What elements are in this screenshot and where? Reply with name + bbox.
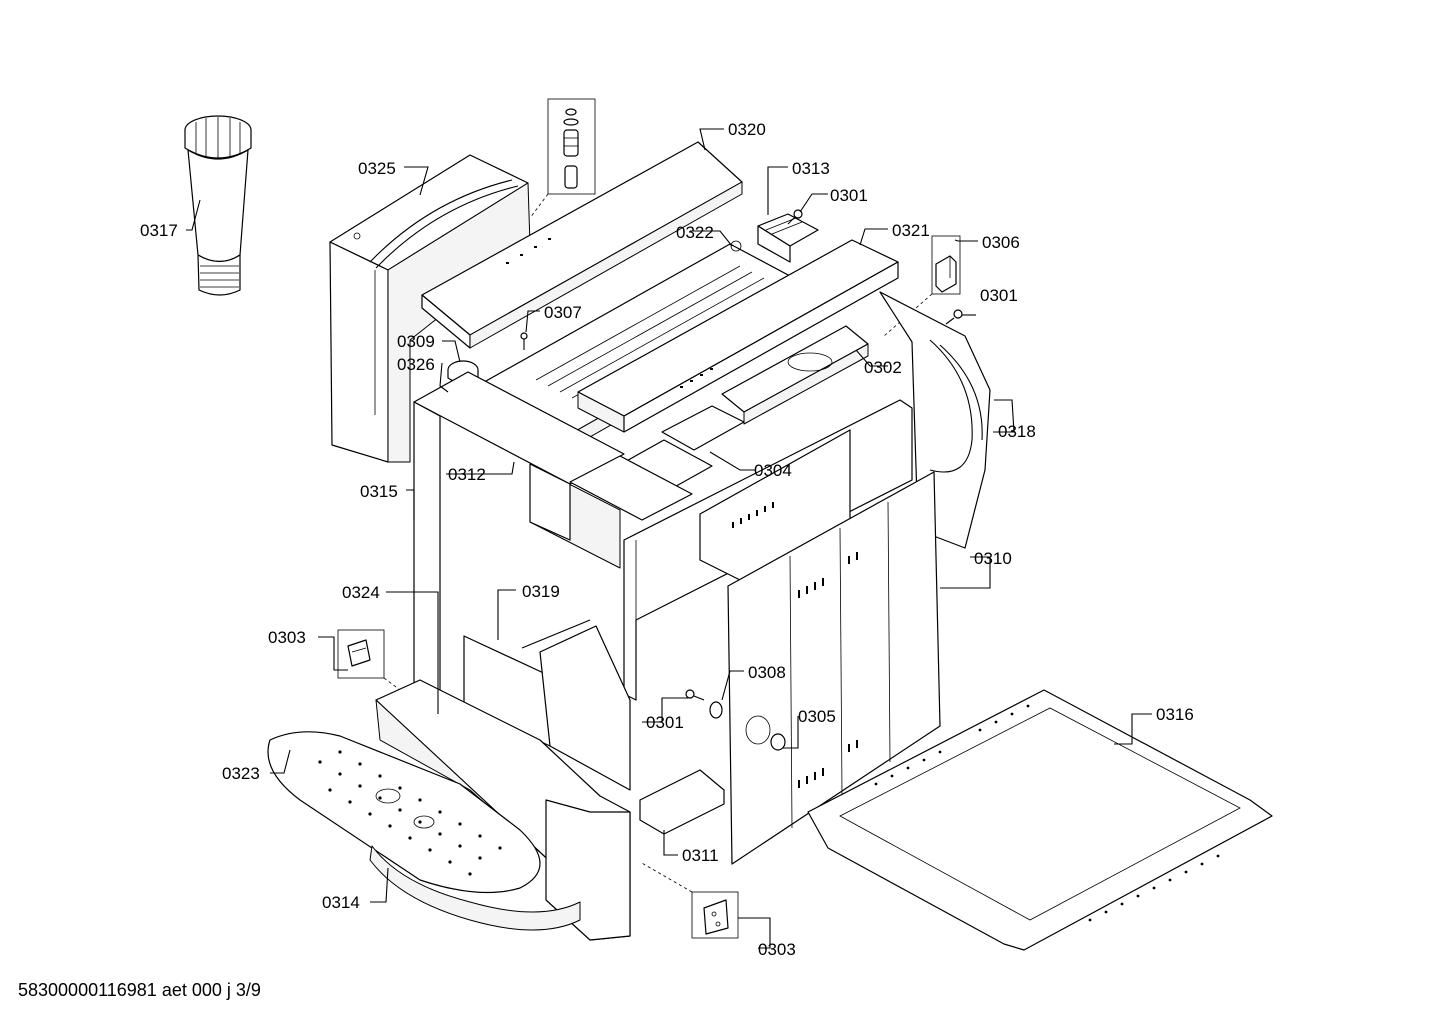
callout-0305: 0305	[798, 707, 836, 726]
lid-part	[421, 141, 743, 349]
leader-lines	[186, 128, 1152, 949]
callout-0325: 0325	[358, 159, 396, 178]
callout-0315: 0315	[360, 482, 398, 501]
callout-0301-lower: 0301	[646, 713, 684, 732]
callout-0316: 0316	[1156, 705, 1194, 724]
drip-tray-grid-part	[267, 731, 541, 894]
callout-0322: 0322	[676, 223, 714, 242]
callout-0302: 0302	[864, 358, 902, 377]
water-tank-part	[329, 154, 531, 463]
callout-0317: 0317	[140, 221, 178, 240]
callout-0310: 0310	[974, 549, 1012, 568]
callout-0306: 0306	[982, 233, 1020, 252]
callout-0323: 0323	[222, 764, 260, 783]
water-filter-part	[184, 115, 252, 296]
callout-0319: 0319	[522, 582, 560, 601]
callout-0311: 0311	[682, 846, 719, 865]
callout-0326: 0326	[397, 355, 435, 374]
document-reference-footer: 58300000116981 aet 000 j 3/9	[18, 980, 261, 1000]
callout-0304: 0304	[754, 461, 792, 480]
clip-lower-part	[639, 861, 739, 939]
screw-parts	[520, 209, 963, 751]
control-panel-part	[721, 325, 869, 425]
front-cover-strip-part	[577, 239, 899, 433]
callout-0320: 0320	[728, 120, 766, 139]
bottom-rail-part	[639, 769, 725, 835]
callout-0314: 0314	[322, 893, 360, 912]
callout-0308: 0308	[748, 663, 786, 682]
callout-0318: 0318	[998, 422, 1036, 441]
callout-0309: 0309	[397, 332, 435, 351]
right-side-panel-part	[879, 291, 991, 549]
rear-bracket-part	[757, 213, 819, 263]
callout-0307: 0307	[544, 303, 582, 322]
base-plate-part	[807, 689, 1273, 951]
inner-guide-plate-part	[463, 619, 631, 791]
callout-0313: 0313	[792, 159, 830, 178]
drip-tray-base-part	[369, 845, 581, 931]
callout-0301-top: 0301	[830, 186, 868, 205]
drip-tray-housing-part	[375, 679, 631, 941]
callout-0303-bottom: 0303	[758, 940, 796, 959]
callout-0324: 0324	[342, 583, 380, 602]
callout-labels: 0317 0325 0320 0313 0301 0322 0321 0306 …	[140, 120, 1194, 959]
callout-0301-right: 0301	[980, 286, 1018, 305]
valve-stack-inset	[529, 98, 596, 219]
callout-0303-left: 0303	[268, 628, 306, 647]
front-door-part	[727, 471, 941, 865]
clip-upper-part	[337, 629, 401, 691]
callout-0321: 0321	[892, 221, 930, 240]
callout-0312: 0312	[448, 465, 486, 484]
